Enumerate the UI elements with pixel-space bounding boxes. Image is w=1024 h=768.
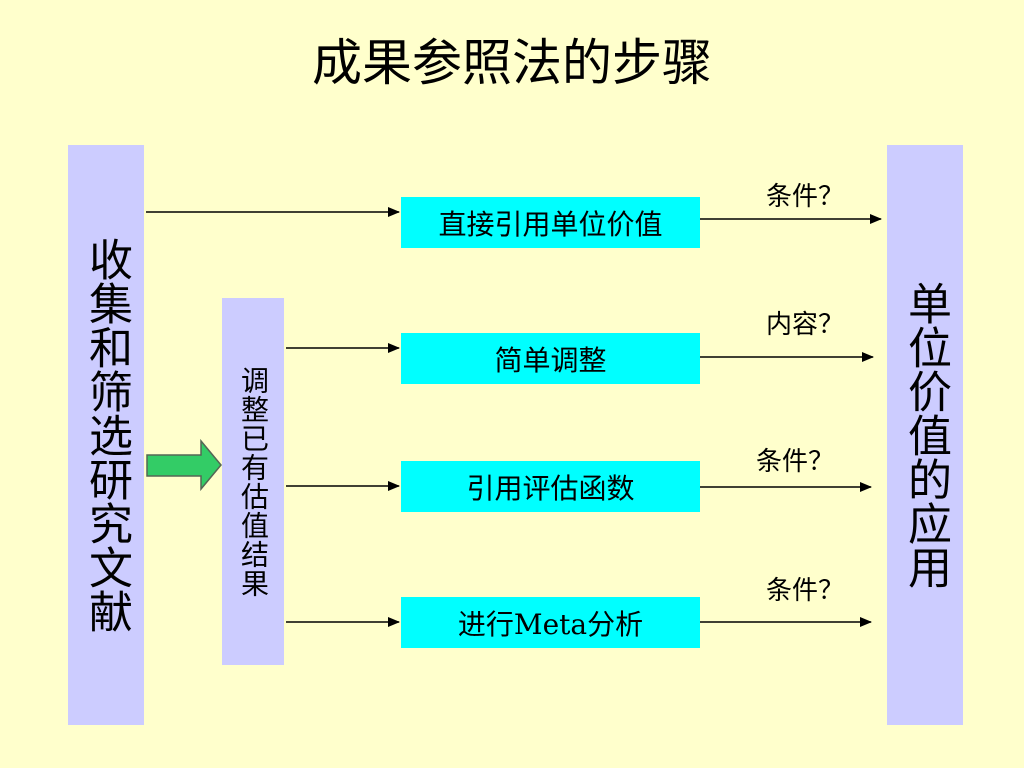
condition-label-3: 条件？	[756, 447, 835, 477]
box-meta-analysis: 进行Meta分析	[401, 597, 700, 648]
green-arrow-icon	[146, 438, 222, 492]
right-panel-apply-unit-value: 单位价值的应用	[887, 145, 963, 725]
condition-label-2: 内容？	[766, 310, 845, 340]
page-title: 成果参照法的步骤	[312, 34, 712, 92]
condition-label-1: 条件？	[766, 182, 845, 212]
middle-panel-adjust-estimates: 调整已有估值结果	[222, 298, 284, 665]
box-simple-adjustment: 简单调整	[401, 333, 700, 384]
condition-label-4: 条件？	[766, 576, 845, 606]
box-benefit-function: 引用评估函数	[401, 461, 700, 512]
middle-panel-label: 调整已有估值结果	[237, 365, 270, 598]
left-panel-label: 收集和筛选研究文献	[81, 237, 132, 633]
right-panel-label: 单位价值的应用	[900, 281, 951, 589]
left-panel-collect-literature: 收集和筛选研究文献	[68, 145, 144, 725]
box-direct-unit-value: 直接引用单位价值	[401, 197, 700, 248]
